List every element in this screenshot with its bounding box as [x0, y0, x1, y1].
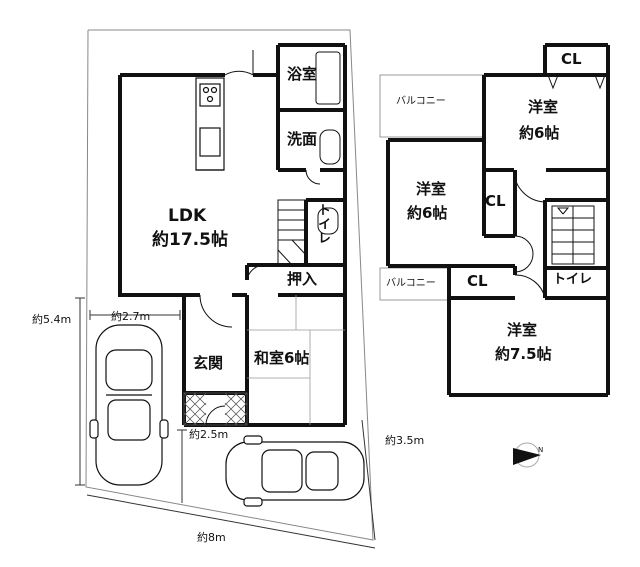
- site-boundary: [85, 29, 374, 541]
- room-bath-label: 浴室: [287, 65, 318, 83]
- room-youshitsu-ne-size: 約6帖: [519, 124, 560, 142]
- room-toilet-label: トイレ: [314, 203, 330, 245]
- room-washroom-label: 洗面: [287, 130, 318, 148]
- room-ldk-name: LDK: [168, 206, 207, 226]
- dimension-2-7m: 約2.7m: [111, 310, 151, 323]
- car-vertical-icon: [89, 324, 169, 486]
- north-arrow-icon: [513, 442, 541, 468]
- car-horizontal-icon: [225, 435, 365, 507]
- room-youshitsu-w-size: 約6帖: [407, 204, 448, 222]
- dimension-8m: 約8m: [197, 531, 226, 544]
- room-toilet-2f-label: トイレ: [553, 272, 593, 287]
- floor1-plan: [118, 43, 347, 427]
- closet-mid-label: CL: [485, 192, 506, 210]
- room-youshitsu-s-name: 洋室: [507, 321, 538, 339]
- closet-bottom-label: CL: [467, 272, 488, 290]
- room-balcony-top-label: バルコニー: [396, 96, 446, 107]
- floor2-plan: [379, 43, 610, 397]
- dimension-3-5m: 約3.5m: [385, 434, 425, 447]
- closet-top-label: CL: [561, 50, 582, 68]
- dimension-lines: [75, 297, 376, 549]
- dimension-2-5m: 約2.5m: [189, 428, 229, 441]
- room-ldk-size: 約17.5帖: [152, 230, 228, 250]
- room-entrance-label: 玄関: [193, 354, 224, 372]
- room-youshitsu-s-size: 約7.5帖: [495, 345, 552, 363]
- room-balcony-bottom-label: バルコニー: [386, 278, 436, 289]
- room-youshitsu-ne-name: 洋室: [528, 98, 559, 116]
- room-closet-label: 押入: [287, 270, 318, 288]
- room-youshitsu-w-name: 洋室: [416, 180, 447, 198]
- dimension-5-4m: 約5.4m: [32, 313, 72, 326]
- room-washitsu-label: 和室6帖: [254, 349, 310, 367]
- compass-north-label: N: [538, 446, 544, 454]
